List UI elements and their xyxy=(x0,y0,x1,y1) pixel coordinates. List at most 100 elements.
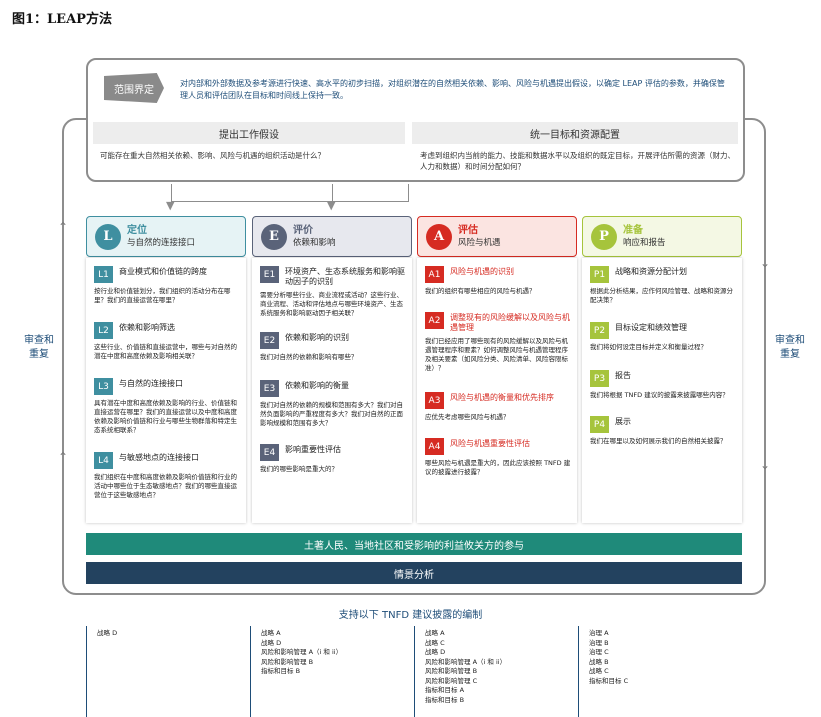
step-code: P1 xyxy=(590,266,609,283)
disclosure-item: 战略 C xyxy=(589,667,609,675)
scope-connector xyxy=(332,184,333,202)
phase-name: 评价 xyxy=(293,224,313,236)
phase-sub: 风险与机遇 xyxy=(458,237,501,248)
disclosure-item: 风险和影响管理 A（i 和 ii） xyxy=(261,648,343,656)
phase-sub: 与自然的连接接口 xyxy=(127,237,196,248)
step-desc: 我们的组织有哪些相应的风险与机遇？ xyxy=(425,287,536,295)
disclosure-item: 风险和影响管理 A（i 和 ii） xyxy=(425,657,507,666)
disclosure-item: 战略 C xyxy=(425,638,445,647)
step-desc: 根据此分析结果，应作何风险管理、战略和资源分配决策？ xyxy=(590,287,733,304)
disclosure-item: 风险和影响管理 B xyxy=(261,657,314,666)
step-desc: 我们将如何设定目标并定义和衡量过程？ xyxy=(590,343,707,351)
step-desc: 我们组织在中度和高度依赖及影响价值链和行业的活动中哪些位于生态敏感地点？我们的哪… xyxy=(94,473,237,499)
step-title: 与自然的连接接口 xyxy=(119,379,183,388)
disclosure-column: 战略 D xyxy=(86,626,246,717)
step-desc: 我们已经应用了哪些现有的风险缓解以及风险与机遇管理程序和要素？如何调整风险与机遇… xyxy=(425,337,568,372)
step-title: 调整现有的风险缓解以及风险与机遇管理 xyxy=(450,313,570,332)
phase-name: 准备 xyxy=(623,224,643,236)
disclosure-item: 战略 D xyxy=(261,638,282,647)
align-title: 统一目标和资源配置 xyxy=(412,122,738,144)
step-desc: 我们的哪些影响是重大的？ xyxy=(260,465,338,473)
phase-column-locate: L1 商业模式和价值链的跨度按行业和价值链划分，我们组织的活动分布在哪里？我们的直… xyxy=(86,258,246,523)
step-L4: L4 与敏感地点的连接接口我们组织在中度和高度依赖及影响价值链和行业的活动中哪些位… xyxy=(94,452,240,500)
step-code: A3 xyxy=(425,392,444,409)
disclosure-item: 战略 B xyxy=(589,657,609,666)
step-desc: 具有潜在中度和高度依赖及影响的行业、价值链和直接运营在哪里？我们的直接运营以及中… xyxy=(94,399,237,434)
step-code: E2 xyxy=(260,332,279,349)
evaluate-icon: E xyxy=(261,223,287,250)
step-title: 依赖和影响的衡量 xyxy=(285,381,349,390)
review-label-right: 审查和重复 xyxy=(775,335,805,360)
engagement-bar: 土著人民、当地社区和受影响的利益攸关方的参与 xyxy=(86,533,742,555)
assess-icon: A xyxy=(426,223,452,250)
loop-arrow-up-icon: ⌃ xyxy=(58,220,69,234)
phase-header-assess: A 评估风险与机遇 xyxy=(417,216,577,257)
step-title: 报告 xyxy=(615,371,631,380)
step-desc: 我们在哪里以及如何展示我们的自然相关披露？ xyxy=(590,437,727,445)
step-code: L4 xyxy=(94,452,113,469)
step-desc: 哪些风险与机遇是重大的，因此应该按照 TNFD 建议的披露进行披露？ xyxy=(425,459,571,476)
step-code: P2 xyxy=(590,322,609,339)
step-code: L2 xyxy=(94,322,113,339)
step-desc: 我们对自然的依赖的规模和范围有多大？我们对自然负面影响的严重程度有多大？我们对自… xyxy=(260,401,403,427)
locate-icon: L xyxy=(95,223,121,250)
step-code: A4 xyxy=(425,438,444,455)
step-desc: 我们将根据 TNFD 建议的披露来披露哪些内容？ xyxy=(590,391,729,399)
step-code: A2 xyxy=(425,312,444,329)
step-L3: L3 与自然的连接接口具有潜在中度和高度依赖及影响的行业、价值链和直接运营在哪里？… xyxy=(94,378,240,435)
step-title: 目标设定和绩效管理 xyxy=(615,323,687,332)
loop-arrow-down-icon: ⌄ xyxy=(760,256,771,270)
disclosure-item: 治理 C xyxy=(589,648,609,656)
prepare-icon: P xyxy=(591,223,617,250)
disclosure-item: 治理 B xyxy=(589,638,609,647)
phase-header-prepare: P 准备响应和报告 xyxy=(582,216,742,257)
step-code: P4 xyxy=(590,416,609,433)
review-label-left: 审查和重复 xyxy=(24,335,54,360)
step-code: P3 xyxy=(590,370,609,387)
down-arrow-icon: ▼ xyxy=(327,199,336,212)
step-P3: P3 报告我们将根据 TNFD 建议的披露来披露哪些内容？ xyxy=(590,370,736,400)
align-text: 考虑到组织内当前的能力、技能和数据水平以及组织的既定目标，开展评估所需的资源（财… xyxy=(420,151,735,171)
phase-sub: 响应和报告 xyxy=(623,237,666,248)
step-code: E3 xyxy=(260,380,279,397)
support-title: 支持以下 TNFD 建议披露的编制 xyxy=(338,610,483,621)
step-code: E4 xyxy=(260,444,279,461)
phase-name: 评估 xyxy=(458,224,478,236)
down-arrow-icon: ▼ xyxy=(166,199,175,212)
hypothesis-title: 提出工作假设 xyxy=(93,122,405,144)
scenario-bar: 情景分析 xyxy=(86,562,742,584)
step-code: A1 xyxy=(425,266,444,283)
step-title: 风险与机遇的衡量和优先排序 xyxy=(450,393,554,402)
step-P2: P2 目标设定和绩效管理我们将如何设定目标并定义和衡量过程？ xyxy=(590,322,736,352)
scoping-description: 对内部和外部数据及参考源进行快速、高水平的初步扫描，对组织潜在的自然相关依赖、影… xyxy=(180,79,725,100)
hypothesis-text: 可能存在重大自然相关依赖、影响、风险与机遇的组织活动是什么？ xyxy=(100,151,325,160)
disclosure-item: 指标和目标 B xyxy=(425,695,465,704)
step-title: 依赖和影响筛选 xyxy=(119,323,175,332)
step-desc: 按行业和价值链划分，我们组织的活动分布在哪里？我们的直接运营在哪里？ xyxy=(94,287,231,304)
step-title: 与敏感地点的连接接口 xyxy=(119,453,199,462)
phase-header-evaluate: E 评价依赖和影响 xyxy=(252,216,412,257)
step-code: E1 xyxy=(260,266,279,283)
step-A2: A2 调整现有的风险缓解以及风险与机遇管理我们已经应用了哪些现有的风险缓解以及风险… xyxy=(425,312,571,373)
loop-arrow-down-icon: ⌄ xyxy=(760,458,771,472)
step-code: L1 xyxy=(94,266,113,283)
disclosure-item: 战略 D xyxy=(97,629,118,637)
step-title: 影响重要性评估 xyxy=(285,445,341,454)
loop-arrow-up-icon: ⌃ xyxy=(58,450,69,464)
step-title: 商业模式和价值链的跨度 xyxy=(119,267,207,276)
step-desc: 我们对自然的依赖和影响有哪些？ xyxy=(260,353,358,361)
step-code: L3 xyxy=(94,378,113,395)
disclosure-item: 指标和目标 C xyxy=(589,676,629,685)
phase-name: 定位 xyxy=(127,224,147,236)
